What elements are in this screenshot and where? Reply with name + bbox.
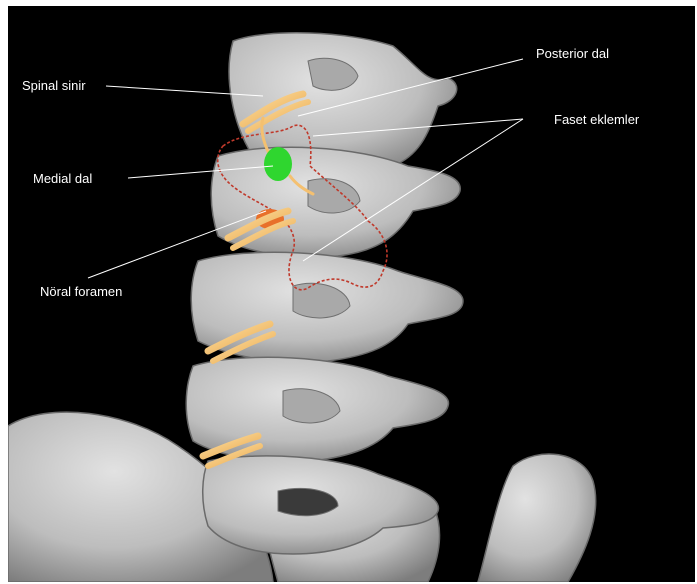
facet-joints-label: Faset eklemler — [554, 112, 639, 127]
medial-branch-label: Medial dal — [33, 171, 92, 186]
posterior-branch-label: Posterior dal — [536, 46, 609, 61]
neural-foramen-label: Nöral foramen — [40, 284, 122, 299]
pelvis-right — [478, 454, 596, 582]
vertebra-3 — [191, 252, 463, 362]
spinal-nerve-label: Spinal sinir — [22, 78, 86, 93]
spine-illustration: Spinal sinir Medial dal Nöral foramen Po… — [8, 6, 695, 582]
medial-branch-target — [264, 147, 292, 181]
